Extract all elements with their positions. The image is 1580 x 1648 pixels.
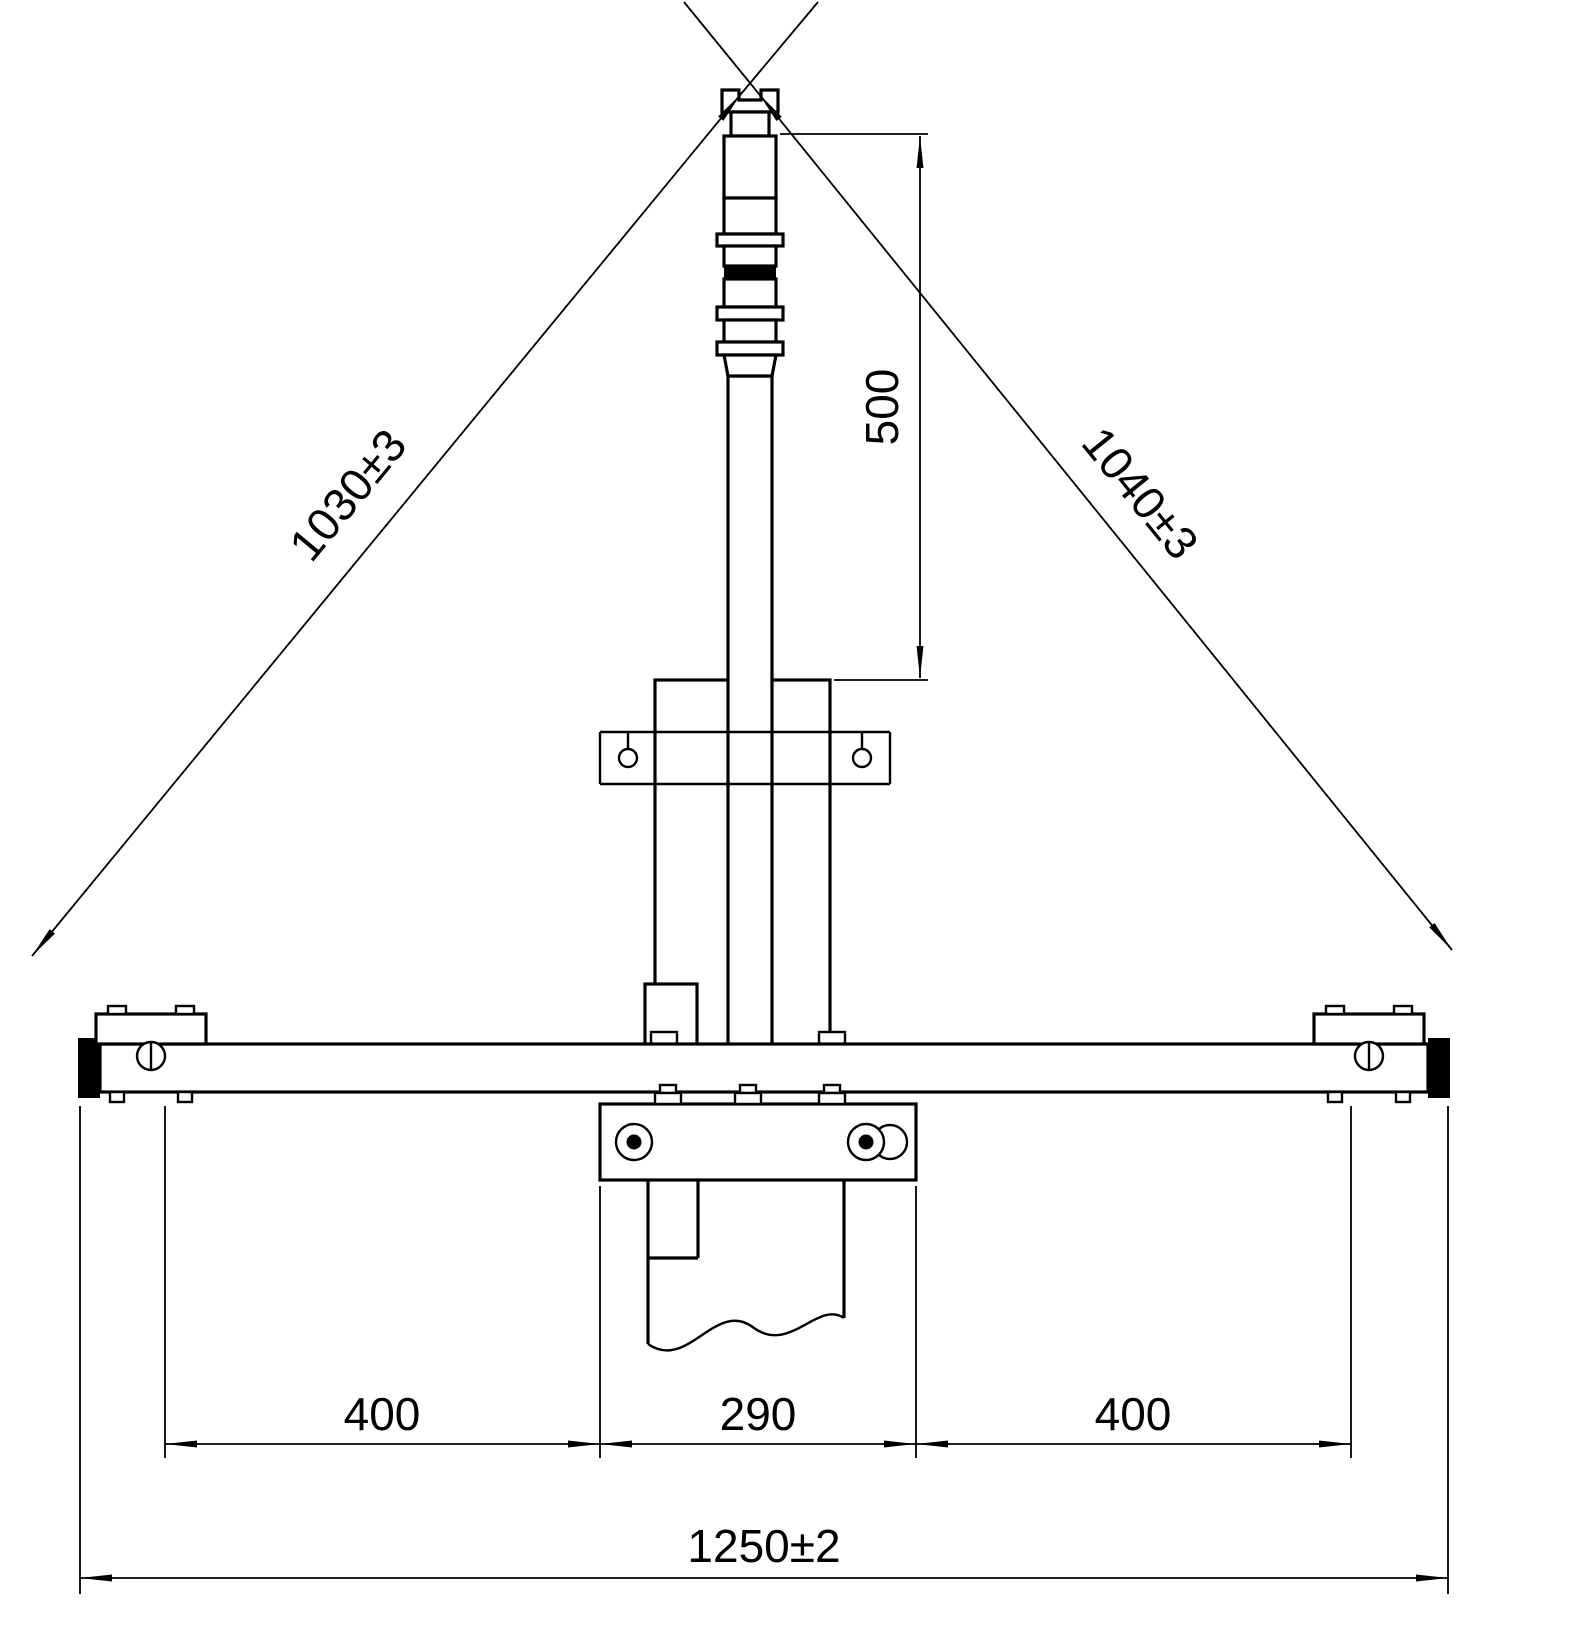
mast-ring-1 (715, 232, 785, 248)
beam-bracket-left-bolt-2 (174, 1004, 196, 1016)
beam-bracket-left (94, 1004, 208, 1104)
dim-line-1040-extension (683, 1, 760, 95)
beam-bracket-right (1312, 1004, 1426, 1104)
dimension-label-1040: 1040±3 (1072, 417, 1209, 569)
mast-neck (729, 110, 771, 138)
mounting-plate-assembly (598, 1083, 918, 1182)
mast-taper (722, 353, 778, 378)
clamp-hole-left (617, 747, 639, 769)
dim-line-1030-extension (740, 1, 819, 95)
mast-segment-3 (722, 277, 778, 309)
dimension-label-1250: 1250±2 (687, 1520, 840, 1572)
crossbeam (78, 1004, 1450, 1104)
beam-bracket-right-body (1312, 1012, 1426, 1046)
lower-pole-notch (648, 1180, 700, 1260)
mast-upper-tube (722, 134, 778, 200)
mast-shaft (726, 374, 774, 1048)
mast-ring-2 (715, 305, 785, 322)
beam-bracket-left-nub-1 (108, 1090, 126, 1104)
dimension-label-400-right: 400 (1095, 1388, 1172, 1440)
dimension-label-290: 290 (720, 1388, 797, 1440)
mast-segment-4 (722, 318, 778, 344)
beam-bracket-right-nub-1 (1326, 1090, 1344, 1104)
beam-bracket-left-body (94, 1012, 208, 1046)
mast-segment-2 (722, 244, 778, 268)
clamp-bracket-outline (598, 730, 892, 786)
plate-nut-base-1 (653, 1091, 683, 1106)
beam-end-cap-right (1428, 1038, 1450, 1098)
mast-dark-band (724, 266, 776, 279)
beam-end-cap-left (78, 1038, 100, 1098)
mast-ring-3 (715, 340, 785, 357)
break-line (647, 1313, 845, 1352)
dimension-label-400-left: 400 (344, 1388, 421, 1440)
mast-top-cap (720, 88, 780, 114)
mast (598, 88, 892, 1048)
dim-line-1030 (31, 93, 742, 957)
plate-nut-base-2 (733, 1091, 763, 1106)
plate-nuts (653, 1083, 847, 1106)
clamp-hole-right (851, 747, 873, 769)
beam-bracket-right-bolt-2 (1392, 1004, 1414, 1016)
lower-pole (646, 1180, 846, 1352)
plate-hole-left-center (626, 1134, 642, 1150)
mast-segment-1 (722, 196, 778, 236)
beam-bracket-left-bolt-1 (106, 1004, 128, 1016)
crossbeam-tube (98, 1042, 1430, 1094)
dimension-label-500: 500 (856, 369, 908, 446)
beam-bracket-right-bolt-1 (1324, 1004, 1346, 1016)
beam-bracket-right-nub-2 (1394, 1090, 1412, 1104)
beam-bracket-left-nub-2 (176, 1090, 194, 1104)
dim-line-1040 (758, 93, 1453, 951)
plate-hole-right-center (858, 1134, 874, 1150)
dimension-label-1030: 1030±3 (279, 419, 417, 570)
plate-nut-base-3 (817, 1091, 847, 1106)
